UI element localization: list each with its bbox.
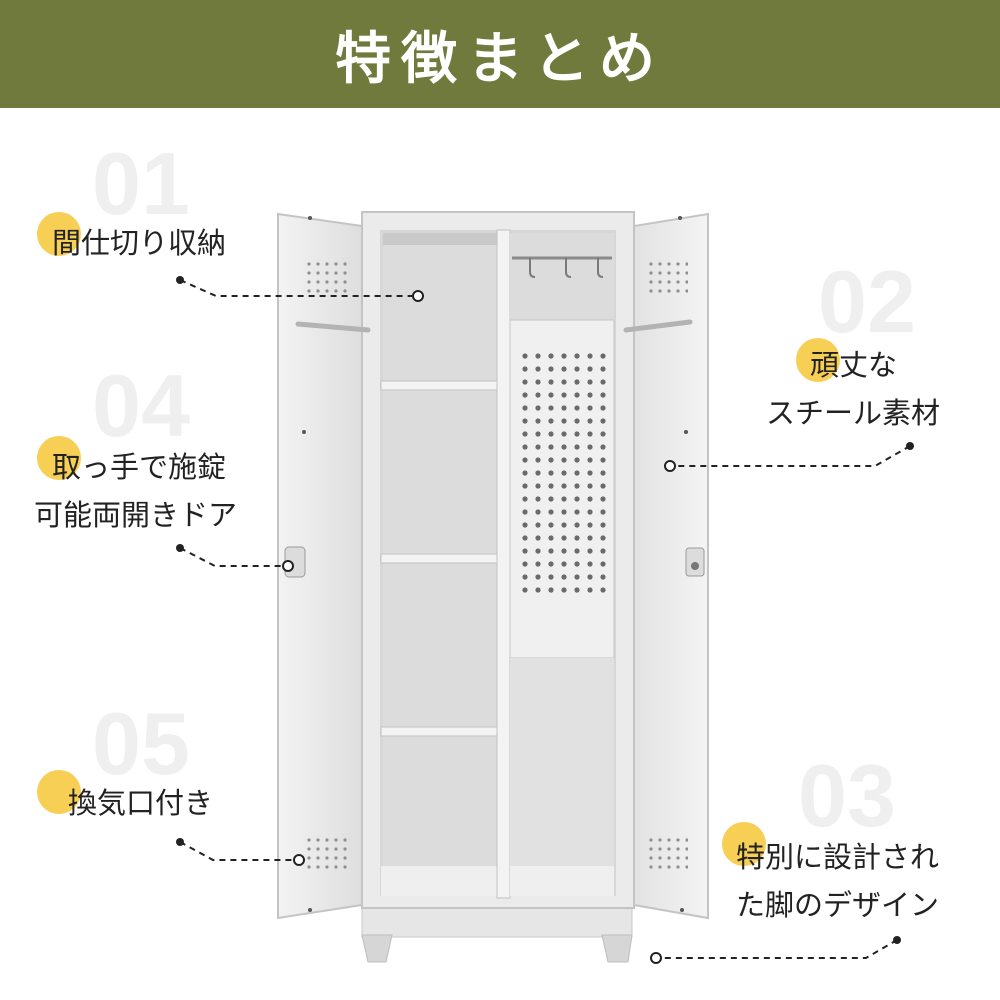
- accent-dot: [722, 822, 766, 866]
- right-door: [623, 212, 709, 920]
- feature-number: 01: [92, 134, 190, 233]
- accent-dot: [37, 770, 81, 814]
- page-title: 特徴まとめ: [335, 26, 665, 92]
- feature-label-line2: スチール素材: [766, 396, 941, 430]
- feature-label-line2: 可能両開きドア: [34, 498, 238, 532]
- feature-label: 間仕切り収納: [52, 226, 227, 260]
- feature-label: 換気口付き: [68, 786, 214, 820]
- feature-label-line1: 頑丈な: [810, 348, 898, 382]
- feature-label-line2: た脚のデザイン: [736, 888, 940, 922]
- accent-dot: [37, 436, 81, 480]
- header-banner: 特徴まとめ: [0, 0, 1000, 108]
- feature-label-line1: 特別に設計され: [736, 840, 940, 874]
- feature-number: 03: [798, 746, 896, 845]
- cabinet-base: [361, 904, 633, 963]
- accent-dot: [796, 338, 840, 382]
- feature-number: 02: [818, 252, 916, 351]
- leader-lines: [179, 279, 911, 959]
- feature-label-line1: 取っ手で施錠: [52, 450, 227, 484]
- accent-dot: [37, 212, 81, 256]
- feature-number: 04: [92, 356, 190, 455]
- feature-number: 05: [92, 694, 190, 793]
- left-door: [277, 212, 371, 920]
- cabinet-body: [361, 211, 635, 909]
- leader-dots: [176, 276, 914, 964]
